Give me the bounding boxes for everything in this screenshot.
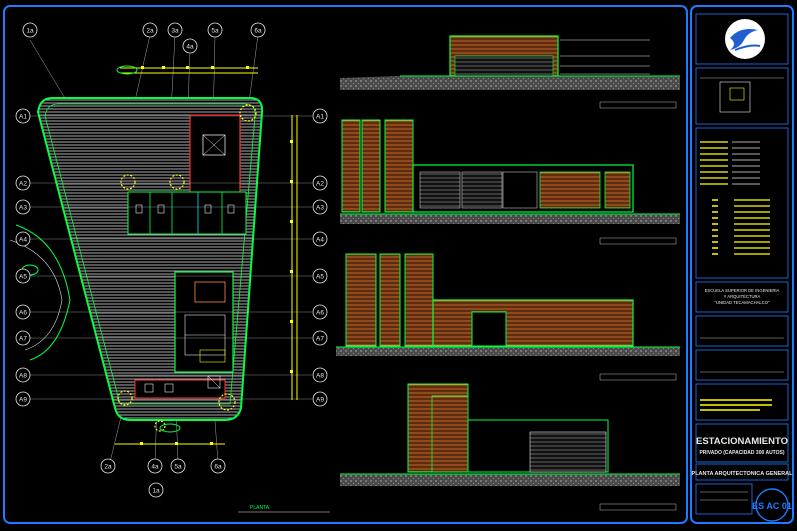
grid-bubble-left: A1 — [15, 108, 31, 124]
grid-bubble-left: A2 — [15, 175, 31, 191]
grid-bubble-label: A5 — [19, 273, 27, 280]
school-line-2: Y ARQUITECTURA — [724, 294, 761, 299]
grid-bubble-label: 6a — [214, 463, 222, 470]
grid-bubble-right: A8 — [312, 367, 328, 383]
grid-bubble-label: A8 — [316, 372, 324, 379]
grid-bubble-right: A7 — [312, 330, 328, 346]
grid-bubble-label: A9 — [19, 396, 27, 403]
grid-bubble-top: 3a — [167, 22, 183, 38]
grid-bubble-label: A6 — [316, 309, 324, 316]
grid-bubble-right: A3 — [312, 199, 328, 215]
grid-bubble-top: 6a — [250, 22, 266, 38]
grid-bubble-label: 5a — [174, 463, 182, 470]
school-logo-icon — [725, 19, 765, 59]
entrance-bay — [134, 379, 226, 399]
elevation-1 — [340, 35, 680, 109]
grid-bubble-label: A9 — [316, 396, 324, 403]
drawing-frame — [3, 5, 688, 524]
grid-bubble-top: 2a — [142, 22, 158, 38]
elevation-2 — [340, 119, 680, 245]
grid-bubble-left: A7 — [15, 330, 31, 346]
grid-bubble-label: 4a — [186, 43, 194, 50]
grid-bubble-label: 2a — [146, 27, 154, 34]
project-title: ESTACIONAMIENTO — [696, 436, 788, 447]
grid-bubble-top: 1a — [22, 22, 38, 38]
school-line-3: "UNIDAD TECAMACHALCO" — [714, 300, 770, 305]
grid-bubble-right: A2 — [312, 175, 328, 191]
grid-bubble-label: A7 — [19, 335, 27, 342]
grid-bubble-label: 1a — [26, 27, 34, 34]
grid-bubble-label: A2 — [19, 180, 27, 187]
grid-bubble-label: 6a — [254, 27, 262, 34]
elevations — [336, 35, 680, 511]
grid-bubble-label: A1 — [19, 113, 27, 120]
grid-bubble-bottom: 1a — [148, 482, 164, 498]
grid-bubble-label: A2 — [316, 180, 324, 187]
grid-bubble-label: A4 — [316, 236, 324, 243]
grid-bubble-label: 2a — [104, 463, 112, 470]
grid-bubble-left: A5 — [15, 268, 31, 284]
grid-bubble-bottom: 5a — [170, 458, 186, 474]
grid-bubble-bottom: 2a — [100, 458, 116, 474]
grid-bubble-bottom: 6a — [210, 458, 226, 474]
grid-bubble-label: A6 — [19, 309, 27, 316]
grid-bubble-left: A4 — [15, 231, 31, 247]
grid-bubble-top: 5a — [207, 22, 223, 38]
elevation-4 — [340, 383, 680, 511]
sheet-code: ES AC 01 — [752, 501, 792, 511]
grid-bubble-left: A3 — [15, 199, 31, 215]
service-rooms — [127, 191, 247, 235]
plan-caption: PLANTA — [250, 505, 270, 511]
grid-bubble-left: A8 — [15, 367, 31, 383]
project-subtitle: PRIVADO (CAPACIDAD 300 AUTOS) — [699, 450, 784, 456]
grid-bubble-label: A4 — [19, 236, 27, 243]
grid-bubble-label: A7 — [316, 335, 324, 342]
grid-bubble-label: 4a — [151, 463, 159, 470]
grid-bubble-top: 4a — [182, 38, 198, 54]
grid-bubble-right: A6 — [312, 304, 328, 320]
grid-bubble-right: A9 — [312, 391, 328, 407]
grid-bubble-label: A3 — [316, 204, 324, 211]
grid-bubble-label: 3a — [171, 27, 179, 34]
grid-bubble-label: A1 — [316, 113, 324, 120]
grid-bubble-right: A1 — [312, 108, 328, 124]
grid-bubble-label: 1a — [152, 487, 160, 494]
grid-bubble-label: 5a — [211, 27, 219, 34]
grid-bubble-left: A9 — [15, 391, 31, 407]
grid-bubble-right: A5 — [312, 268, 328, 284]
grid-bubble-right: A4 — [312, 231, 328, 247]
sheet-title: PLANTA ARQUITECTONICA GENERAL — [692, 471, 794, 477]
grid-bubble-label: A5 — [316, 273, 324, 280]
office-block — [174, 271, 234, 373]
elevation-3 — [336, 253, 680, 381]
grid-bubble-left: A6 — [15, 304, 31, 320]
title-block: ESCUELA SUPERIOR DE INGENIERIA Y ARQUITE… — [692, 13, 794, 522]
sheet-code-badge: ES AC 01 — [752, 488, 792, 522]
grid-bubble-bottom: 4a — [147, 458, 163, 474]
title-block-frame — [690, 5, 794, 524]
grid-bubble-label: A8 — [19, 372, 27, 379]
school-line-1: ESCUELA SUPERIOR DE INGENIERIA — [705, 288, 780, 293]
grid-bubble-label: A3 — [19, 204, 27, 211]
